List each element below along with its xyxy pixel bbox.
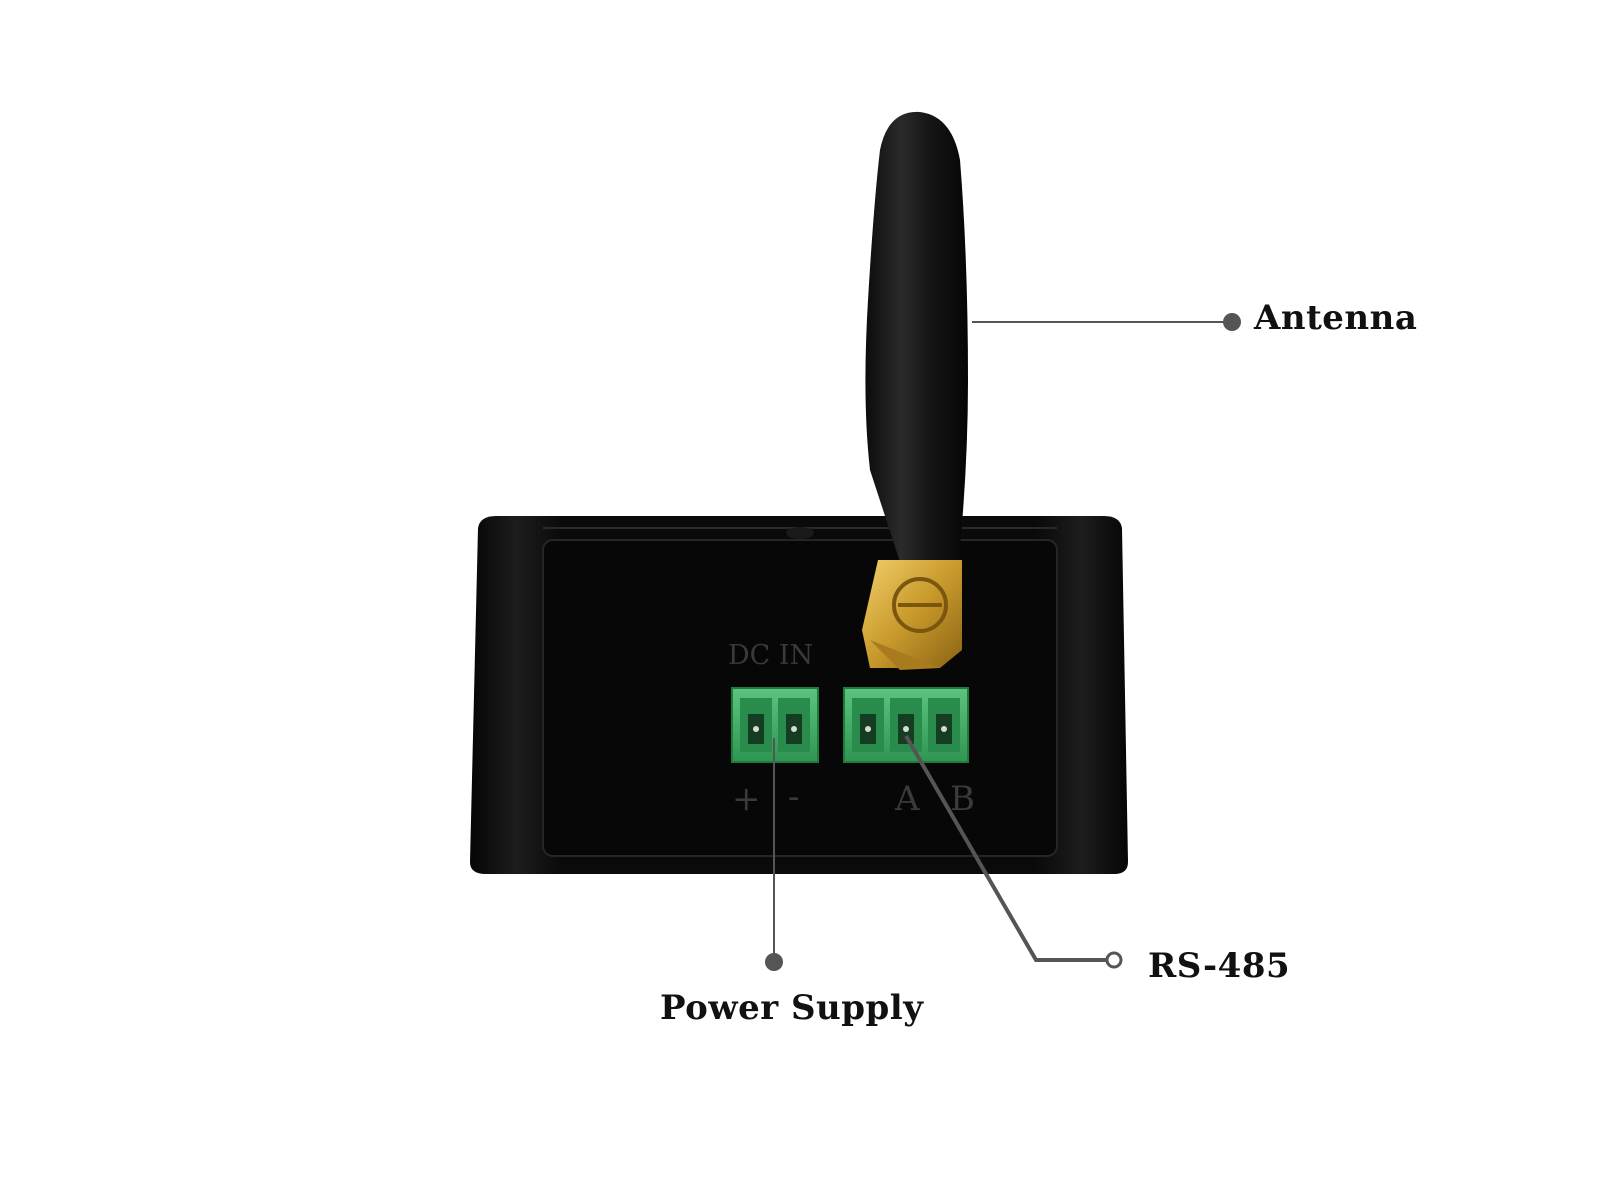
antenna-callout-label: Antenna	[1254, 298, 1418, 338]
power-leader-dot	[765, 953, 783, 971]
dc-in-label: DC IN	[728, 640, 813, 671]
rs485-leader-end	[1105, 951, 1123, 969]
a-mark: A	[894, 779, 920, 819]
panel-markings: DC IN + - A B	[728, 640, 975, 819]
callout-leaders	[765, 313, 1241, 971]
power-supply-callout-label: Power Supply	[660, 988, 924, 1028]
minus-mark: -	[788, 777, 800, 817]
antenna	[865, 111, 968, 569]
plus-mark: +	[732, 779, 761, 819]
b-mark: B	[950, 779, 975, 819]
antenna-leader-dot	[1223, 313, 1241, 331]
rs485-terminal-block	[843, 687, 969, 763]
antenna-connector	[862, 560, 962, 670]
rs485-leader	[904, 734, 1110, 962]
rs485-callout-label: RS-485	[1148, 946, 1291, 986]
